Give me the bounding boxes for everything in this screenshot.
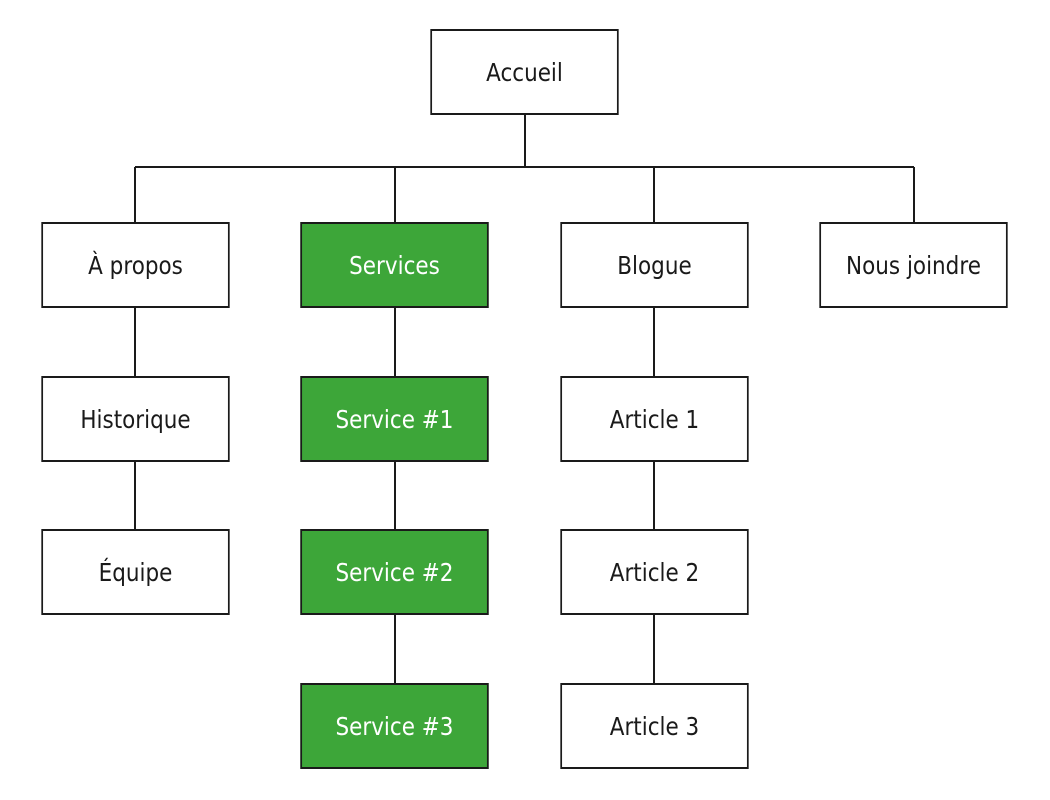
node-services-label: Services	[349, 250, 440, 280]
node-historique-label: Historique	[80, 404, 191, 434]
node-article-3: Article 3	[560, 683, 749, 769]
node-article-2-label: Article 2	[609, 557, 700, 587]
node-blogue-label: Blogue	[617, 250, 692, 280]
node-accueil-label: Accueil	[486, 57, 563, 87]
node-a-propos-label: À propos	[88, 250, 183, 280]
node-equipe-label: Équipe	[98, 557, 173, 587]
node-equipe: Équipe	[41, 529, 230, 615]
node-service-3: Service #3	[300, 683, 489, 769]
node-article-2: Article 2	[560, 529, 749, 615]
node-blogue: Blogue	[560, 222, 749, 308]
node-article-1-label: Article 1	[609, 404, 700, 434]
node-historique: Historique	[41, 376, 230, 462]
node-service-1: Service #1	[300, 376, 489, 462]
node-article-3-label: Article 3	[609, 711, 700, 741]
node-nous-joindre: Nous joindre	[819, 222, 1008, 308]
node-article-1: Article 1	[560, 376, 749, 462]
node-nous-joindre-label: Nous joindre	[846, 250, 981, 280]
node-services: Services	[300, 222, 489, 308]
node-service-3-label: Service #3	[335, 711, 454, 741]
node-a-propos: À propos	[41, 222, 230, 308]
node-accueil: Accueil	[430, 29, 619, 115]
node-service-2-label: Service #2	[335, 557, 454, 587]
node-service-1-label: Service #1	[335, 404, 454, 434]
node-service-2: Service #2	[300, 529, 489, 615]
